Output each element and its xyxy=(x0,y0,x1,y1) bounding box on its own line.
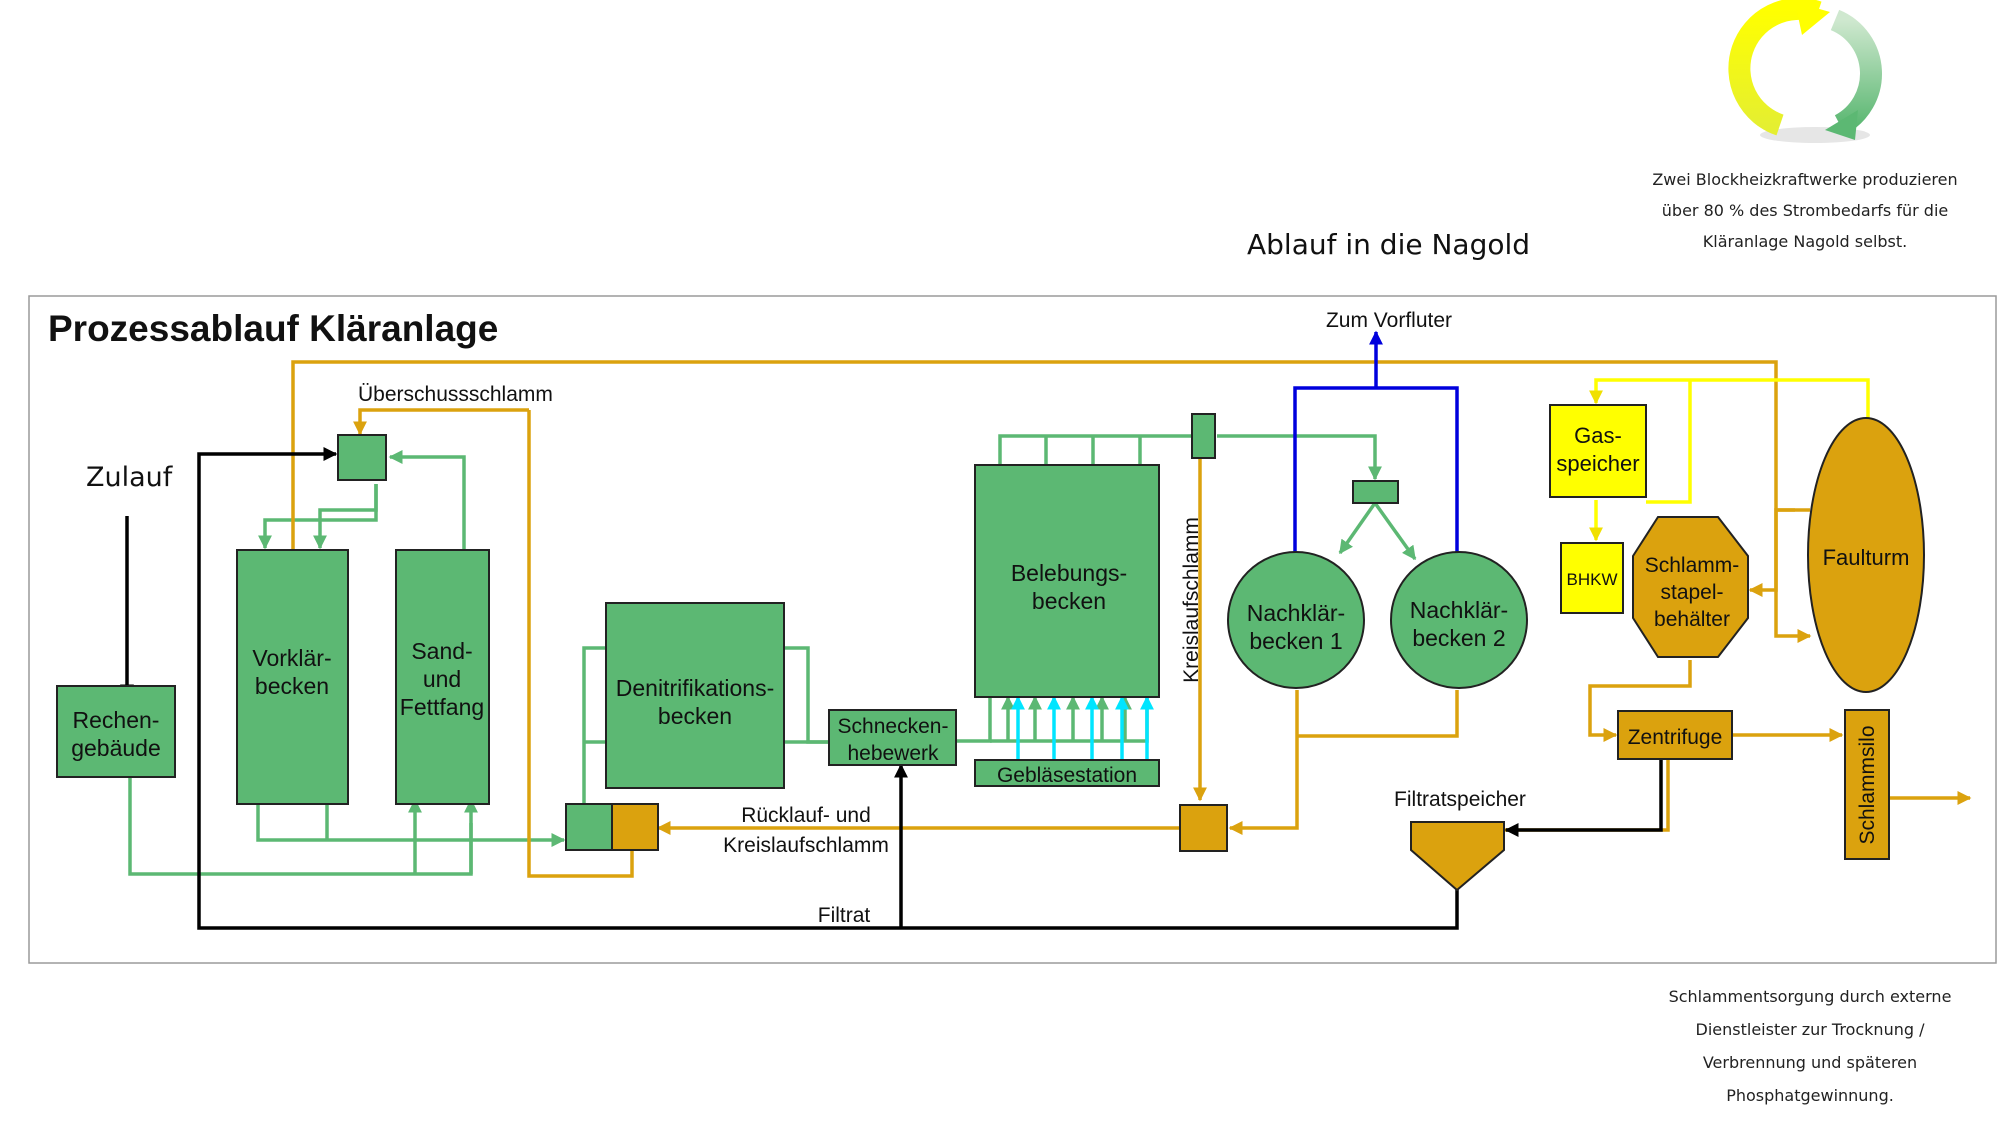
diagram-frame xyxy=(28,295,1997,964)
vorklaerbecken-label-1: Vorklär- xyxy=(252,645,331,671)
nachklaer2-label-2: becken 2 xyxy=(1412,625,1505,651)
diagram-title: Prozessablauf Kläranlage xyxy=(48,308,498,349)
mixing-box-water xyxy=(565,803,613,851)
ueberschussschlamm-label: Überschussschlamm xyxy=(358,383,553,406)
schlammstapel-label-2: stapel- xyxy=(1660,581,1723,604)
vorklaerbecken-label-2: becken xyxy=(255,673,329,699)
kreislauf-sludge-box xyxy=(1179,804,1228,852)
sandfang-label-1: Sand- xyxy=(411,638,472,664)
ruecklauf-label-2: Kreislaufschlamm xyxy=(723,834,889,857)
gas-lines xyxy=(1589,378,1870,542)
filtrate-lines xyxy=(120,447,1663,930)
denitrifikation-label-2: becken xyxy=(658,703,732,729)
schlammsilo-box xyxy=(1844,709,1890,860)
denitrifikation-label-1: Denitrifikations- xyxy=(616,675,775,701)
denitrifikation-box xyxy=(605,602,785,789)
gasspeicher-label-2: speicher xyxy=(1556,451,1639,476)
disposal-note-line: Phosphatgewinnung. xyxy=(1726,1086,1894,1105)
nachklaer1-label-2: becken 1 xyxy=(1249,628,1342,654)
vorklaerbecken-box xyxy=(236,549,349,805)
filtratspeicher-tank xyxy=(1410,821,1505,892)
chp-note-line: über 80 % des Strombedarfs für die xyxy=(1661,201,1949,220)
mixing-box-sludge xyxy=(611,803,659,851)
filtrat-label: Filtrat xyxy=(818,904,871,927)
rechengebaeude-label-1: Rechen- xyxy=(73,707,160,733)
schneckenhebewerk-label-1: Schnecken- xyxy=(838,715,949,738)
disposal-note-line: Schlammentsorgung durch externe xyxy=(1668,987,1952,1006)
clean-water-lines xyxy=(1293,330,1459,553)
inflow-label: Zulauf xyxy=(86,462,173,493)
disposal-note-line: Dienstleister zur Trocknung / xyxy=(1695,1020,1925,1039)
air-lines xyxy=(1011,695,1154,760)
outflow-label: Ablauf in die Nagold xyxy=(1247,228,1531,261)
faulturm-label: Faulturm xyxy=(1823,545,1910,570)
distribution-box xyxy=(337,434,387,481)
splitter-box xyxy=(1352,480,1399,504)
chp-note: Zwei Blockheizkraftwerke produzieren übe… xyxy=(1630,164,1980,257)
schlammstapel-label-3: behälter xyxy=(1654,608,1730,631)
water-lines xyxy=(128,434,1417,876)
schneckenhebewerk-box xyxy=(828,709,957,766)
schlammstapel-label-1: Schlamm- xyxy=(1645,554,1740,577)
schlammstapel-tank xyxy=(1632,516,1749,658)
zentrifuge-box xyxy=(1617,710,1733,760)
belebungsbecken-label-2: becken xyxy=(1032,588,1106,614)
rechengebaeude-label-2: gebäude xyxy=(71,735,161,761)
vorfluter-label: Zum Vorfluter xyxy=(1326,309,1452,332)
ruecklauf-label-1: Rücklauf- und xyxy=(741,804,871,827)
nachklaerbecken-2 xyxy=(1390,551,1528,689)
gasspeicher-label-1: Gas- xyxy=(1574,423,1622,448)
belebungsbecken-label-1: Belebungs- xyxy=(1011,560,1127,586)
bhkw-box xyxy=(1560,542,1624,614)
filtratspeicher-label: Filtratspeicher xyxy=(1394,788,1526,811)
schlammsilo-label: Schlammsilo xyxy=(1856,725,1879,844)
rechengebaeude-box xyxy=(56,685,176,778)
schneckenhebewerk-label-2: hebewerk xyxy=(847,742,939,765)
geblaesestation-box xyxy=(974,759,1160,787)
nachklaer1-label-1: Nachklär- xyxy=(1247,600,1345,626)
kreislaufschlamm-label: Kreislaufschlamm xyxy=(1180,517,1203,683)
sandfang-box xyxy=(395,549,490,805)
nachklaerbecken-1 xyxy=(1227,551,1365,689)
kreislauf-box xyxy=(1191,413,1216,459)
bhkw-label: BHKW xyxy=(1567,570,1618,589)
belebungsbecken-box xyxy=(974,464,1160,698)
sludge-lines xyxy=(291,360,1972,878)
geblaesestation-label: Gebläsestation xyxy=(997,764,1137,787)
sandfang-label-2: und xyxy=(423,666,461,692)
recycling-logo-icon xyxy=(1728,0,1882,143)
nachklaer2-label-1: Nachklär- xyxy=(1410,597,1508,623)
zentrifuge-label: Zentrifuge xyxy=(1628,726,1723,749)
disposal-note-line: Verbrennung und späteren xyxy=(1702,1053,1918,1072)
disposal-note: Schlammentsorgung durch externe Dienstle… xyxy=(1640,980,1980,1112)
gasspeicher-box xyxy=(1549,404,1647,498)
faulturm-tank xyxy=(1807,417,1925,693)
chp-note-line: Kläranlage Nagold selbst. xyxy=(1702,232,1908,251)
chp-note-line: Zwei Blockheizkraftwerke produzieren xyxy=(1652,170,1958,189)
sandfang-label-3: Fettfang xyxy=(400,694,484,720)
